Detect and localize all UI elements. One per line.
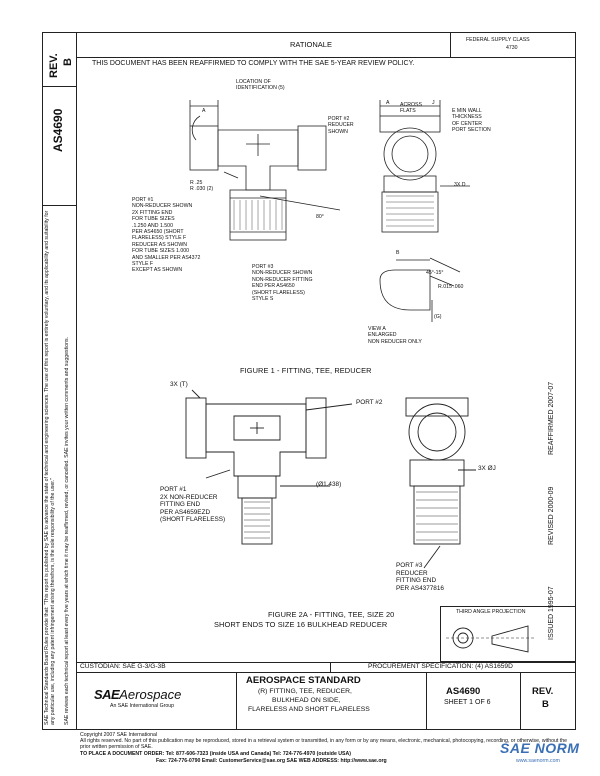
rationale-text: THIS DOCUMENT HAS BEEN REAFFIRMED TO COM… (92, 60, 415, 67)
fig1-location-id: LOCATION OF IDENTIFICATION (5) (236, 79, 285, 92)
standard-title: AEROSPACE STANDARD (246, 675, 361, 686)
fig1-chamfer: 45°-15° (426, 270, 444, 276)
fig1-dim-a: A (202, 108, 206, 114)
fig2-port2: PORT #2 (356, 399, 383, 406)
rationale-title: RATIONALE (290, 40, 332, 49)
sae-logo-aerospace: Aerospace (119, 687, 182, 702)
fed-supply-class-label: FEDERAL SUPPLY CLASS (466, 37, 530, 43)
fig2-port1: PORT #1 2X NON-REDUCER FITTING END PER A… (160, 486, 226, 524)
desc-line-1: (R) FITTING, TEE, REDUCER, (258, 688, 352, 695)
rev-box-divider (42, 86, 76, 87)
fig1-min-wall: E MIN WALL THICKNESS OF CENTER PORT SECT… (452, 108, 491, 134)
fig2-diameter: (Ø1.438) (316, 481, 342, 488)
fig1-port1: PORT #1 NON-REDUCER SHOWN 2X FITTING END… (132, 197, 201, 274)
fig1-bottom-port (229, 189, 287, 241)
left-border (42, 32, 43, 730)
fig1-angle: 80° (316, 214, 324, 220)
watermark-logo: SAE NORM (500, 740, 580, 756)
fig1-port3: PORT #3 NON-REDUCER SHOWN NON-REDUCER FI… (252, 264, 313, 303)
footer-copyright: Copyright 2007 SAE International (80, 732, 157, 738)
fig2-port3: PORT #3 REDUCER FITTING END PER AS437781… (396, 562, 444, 592)
fig1-r015: R.015 .060 (438, 284, 464, 290)
title-block-split (330, 662, 331, 672)
fig1-view-a: VIEW A ENLARGED NON REDUCER ONLY (368, 326, 422, 345)
custodian: CUSTODIAN: SAE G-3/G-3B (80, 663, 166, 670)
desc-line-3: FLARELESS AND SHORT FLARELESS (248, 706, 370, 713)
figure2-caption-2: SHORT ENDS TO SIZE 16 BULKHEAD REDUCER (214, 620, 388, 629)
title-rev-label: REV. (532, 686, 554, 697)
title-doc-number: AS4690 (446, 686, 481, 697)
fig1-across-flats: ACROSS FLATS (400, 102, 422, 115)
third-angle-box (440, 606, 576, 662)
fig2-3x-d: 3X ØJ (478, 465, 496, 472)
title-block-top (76, 662, 576, 663)
fig1-dim-b: B (396, 250, 400, 256)
title-num-split (426, 672, 427, 730)
footer-order: TO PLACE A DOCUMENT ORDER: Tel: 877-606-… (80, 751, 351, 757)
fig1-dim-a2: A (386, 100, 390, 106)
fig1-port2: PORT #2 REDUCER SHOWN (328, 116, 354, 135)
title-rev-split (520, 672, 521, 730)
fsc-box-line (450, 32, 451, 57)
sheet-number: SHEET 1 OF 6 (444, 699, 491, 706)
fig1-dim-j: J (432, 100, 435, 106)
fig1-3x-d: 3X D (454, 182, 466, 188)
fig1-radius: R .25 R .030 (2) (190, 180, 214, 193)
watermark-url: www.saenorm.com (516, 758, 560, 764)
fig1-left-arm (189, 125, 219, 171)
sae-logo-tagline: An SAE International Group (110, 703, 175, 709)
desc-line-2: BULKHEAD ON SIDE, (272, 697, 341, 704)
fsc-value: 4730 (506, 45, 518, 51)
fig2-3x-t: 3X (T) (170, 381, 188, 388)
side-column-line (76, 32, 77, 730)
fig1-dim-g: (G) (434, 314, 442, 320)
footer-rights: All rights reserved. No part of this pub… (80, 738, 567, 751)
fig1-right-arm (297, 125, 327, 171)
figure1-caption: FIGURE 1 - FITTING, TEE, REDUCER (240, 366, 372, 375)
title-block-row (76, 672, 576, 673)
third-angle-label: THIRD ANGLE PROJECTION (456, 609, 526, 615)
header-underline (76, 57, 576, 58)
procurement-spec: PROCUREMENT SPECIFICATION: (4) AS1659D (368, 663, 513, 670)
title-rev-value: B (542, 699, 549, 710)
docnum-box-divider (42, 205, 76, 206)
title-logo-split (236, 672, 237, 730)
figure2-caption-1: FIGURE 2A - FITTING, TEE, SIZE 20 (268, 610, 395, 619)
sae-logo: SAEAerospace (94, 686, 181, 704)
footer-fax: Fax: 724-776-0790 Email: CustomerService… (156, 758, 387, 764)
sae-logo-mark: SAE (94, 687, 120, 702)
